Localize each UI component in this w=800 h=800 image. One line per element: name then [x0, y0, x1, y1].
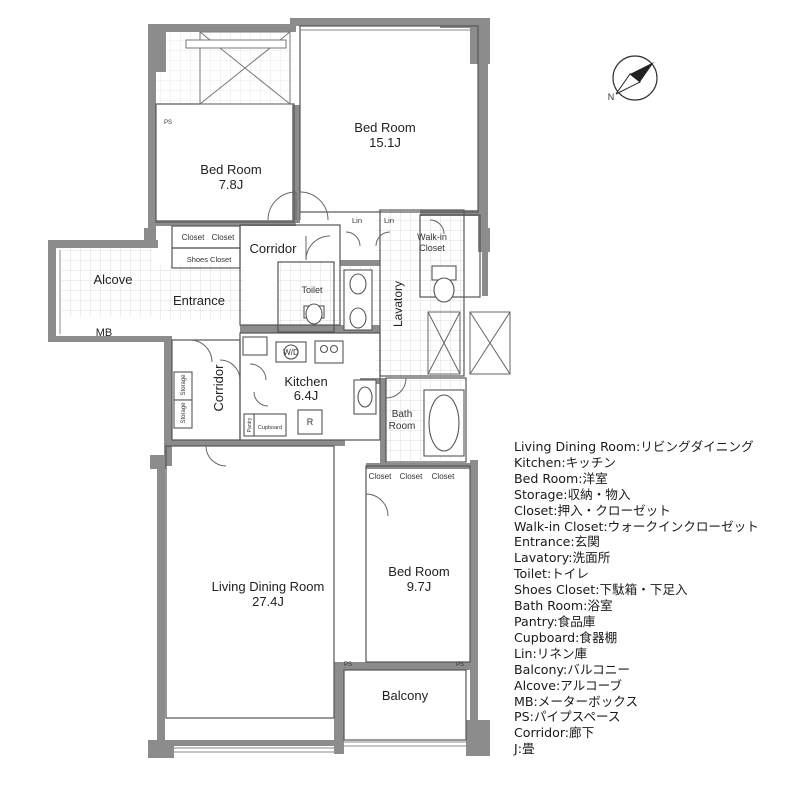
legend-item: Entrance:玄関: [514, 534, 600, 550]
bath-room-label-line2: Room: [389, 421, 416, 432]
legend-item: Closet:押入・クローゼット: [514, 502, 671, 518]
legend-item: MB:メーターボックス: [514, 693, 639, 709]
legend: Living Dining Room:リビングダイニング Kitchen:キッチ…: [514, 439, 794, 757]
legend-item: Bed Room:洋室: [514, 470, 608, 486]
mb-label: MB: [96, 327, 113, 339]
legend-item: Bath Room:浴室: [514, 598, 613, 614]
legend-item: Balcony:バルコニー: [514, 661, 630, 677]
cupboard-label: Cupboard: [258, 425, 282, 431]
corridor-side-label: Corridor: [211, 364, 226, 412]
lin-a-label: Lin: [352, 216, 362, 225]
closet-d-label: Closet: [400, 472, 423, 481]
shoes-closet-label: Shoes Closet: [187, 255, 233, 264]
walk-in-closet-label-line1: Walk-in: [417, 232, 447, 242]
entrance-label: Entrance: [173, 293, 225, 308]
bed-room-large-name: Bed Room: [354, 120, 415, 135]
bath-room-label-line1: Bath: [392, 409, 413, 420]
upper-left-hatch: [185, 31, 291, 105]
legend-item: Cupboard:食器棚: [514, 629, 618, 645]
legend-item: Lin:リネン庫: [514, 645, 588, 661]
legend-item: Storage:収納・物入: [514, 486, 631, 502]
living-size: 27.4J: [252, 594, 284, 609]
legend-item: Alcove:アルコーブ: [514, 677, 623, 693]
bed-room-small-size: 7.8J: [219, 177, 244, 192]
closet-e-label: Closet: [432, 472, 455, 481]
balcony-label: Balcony: [382, 688, 429, 703]
toilet-label: Toilet: [301, 285, 323, 295]
door-swings: [189, 191, 445, 517]
storage-b-label: Storage: [181, 402, 187, 424]
legend-item: Corridor:廊下: [514, 725, 595, 741]
fixtures: [173, 265, 465, 457]
pantry-label: Pantry: [247, 417, 253, 432]
bed-room-small-name: Bed Room: [200, 162, 261, 177]
room-labels: Bed Room 15.1J Bed Room 7.8J Corridor Al…: [93, 120, 464, 703]
window-rails: [59, 29, 470, 753]
walk-in-closet-label-line2: Closet: [419, 243, 445, 253]
partitions: [155, 25, 481, 741]
alcove-label: Alcove: [93, 272, 132, 287]
lin-b-label: Lin: [384, 216, 394, 225]
legend-item: PS:パイプスペース: [514, 709, 621, 725]
lavatory-label: Lavatory: [391, 281, 405, 327]
corridor-top-label: Corridor: [250, 241, 298, 256]
legend-item: J:畳: [514, 741, 535, 757]
closet-c-label: Closet: [369, 472, 392, 481]
refrigerator-label: R: [307, 417, 314, 427]
light-wells: [427, 311, 511, 375]
ps-bottom-left-label: PS: [344, 662, 352, 668]
legend-item: Kitchen:キッチン: [514, 454, 616, 470]
kitchen-size: 6.4J: [294, 388, 319, 403]
legend-item: Living Dining Room:リビングダイニング: [514, 439, 754, 454]
legend-item: Toilet:トイレ: [514, 566, 589, 582]
kitchen-name: Kitchen: [284, 374, 327, 389]
closet-a-label: Closet: [182, 233, 205, 242]
storage-a-label: Storage: [181, 374, 187, 396]
legend-item: Shoes Closet:下駄箱・下足入: [514, 582, 688, 598]
legend-item: Lavatory:洗面所: [514, 550, 611, 566]
compass-north-label: N: [608, 92, 615, 102]
legend-item: Pantry:食品庫: [514, 613, 596, 629]
wd-label: W/D: [283, 348, 299, 357]
compass: N: [608, 55, 658, 102]
living-name: Living Dining Room: [212, 579, 325, 594]
bed-room-large-size: 15.1J: [369, 135, 401, 150]
closet-b-label: Closet: [212, 233, 235, 242]
bed-room-south-size: 9.7J: [407, 579, 432, 594]
ps-top-label: PS: [164, 120, 172, 126]
legend-item: Walk-in Closet:ウォークインクローゼット: [514, 518, 759, 534]
bed-room-south-name: Bed Room: [388, 564, 449, 579]
ps-bottom-right-label: PS: [456, 662, 464, 668]
